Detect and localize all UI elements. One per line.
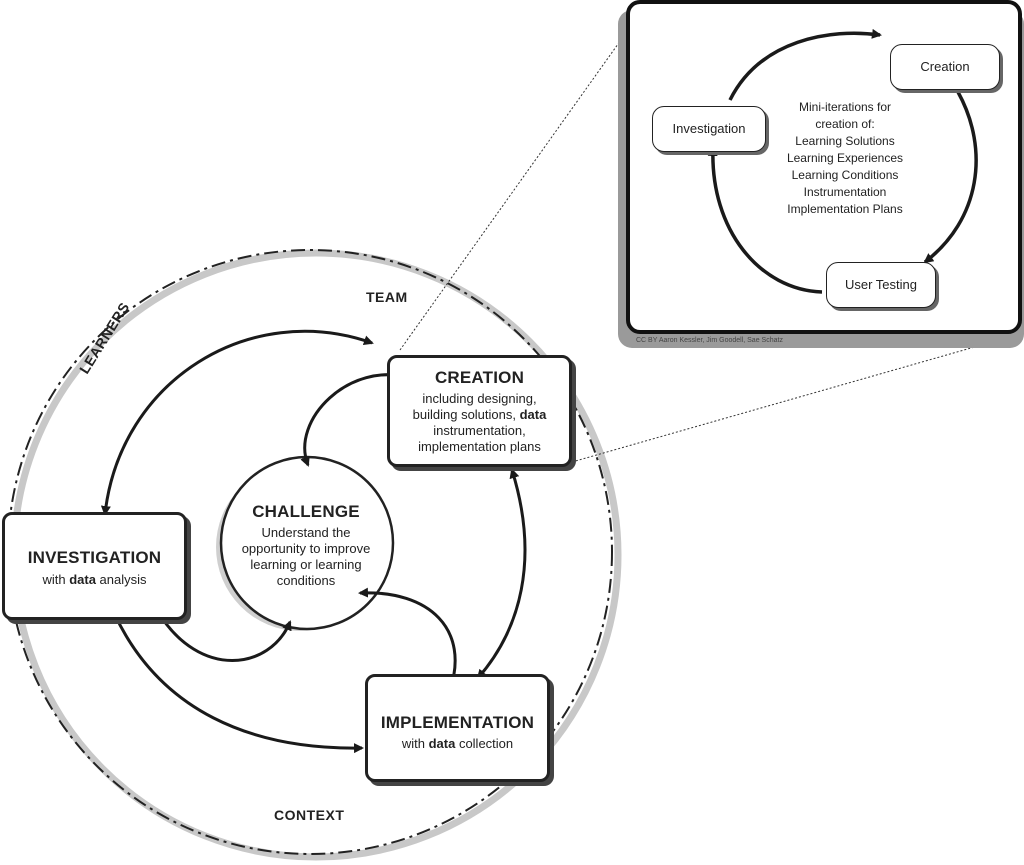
investigation-text-post: analysis xyxy=(95,572,147,587)
mini-user-testing-node: User Testing xyxy=(826,262,936,308)
mini-heading-line-1: Mini-iterations for xyxy=(798,100,892,114)
mini-creation-node: Creation xyxy=(890,44,1000,90)
implementation-text-bold: data xyxy=(428,736,456,751)
creation-text: including designing, building solutions,… xyxy=(390,391,569,455)
creation-line-1: including designing, xyxy=(422,391,537,406)
investigation-text: with data analysis xyxy=(5,572,184,588)
investigation-text-bold: data xyxy=(69,572,96,587)
creation-line-2-text: building solutions, xyxy=(412,407,520,422)
challenge-node: CHALLENGE Understand the opportunity to … xyxy=(236,502,376,589)
ring-label-team: TEAM xyxy=(366,289,408,305)
investigation-text-pre: with xyxy=(42,572,70,587)
zoom-line-top xyxy=(399,29,629,351)
mini-item-4: Instrumentation xyxy=(803,185,887,199)
creation-title: CREATION xyxy=(434,368,525,387)
zoom-line-bottom xyxy=(571,333,1021,463)
investigation-box: INVESTIGATION with data analysis xyxy=(2,512,187,620)
creation-line-2: building solutions, data xyxy=(390,407,569,423)
mini-iterations-text: Mini-iterations for creation of: Learnin… xyxy=(770,99,920,218)
mini-arrow-creation-usertesting xyxy=(923,91,978,264)
mini-heading-line-2: creation of: xyxy=(815,117,875,131)
mini-item-3: Learning Conditions xyxy=(791,168,899,182)
mini-arrow-usertesting-investigation xyxy=(707,146,823,294)
arrow-challenge-implementation xyxy=(358,587,458,692)
creation-box: CREATION including designing, building s… xyxy=(387,355,572,467)
implementation-text-pre: with xyxy=(401,736,429,751)
mini-arrow-investigation-creation xyxy=(728,28,882,101)
mini-item-2: Learning Experiences xyxy=(786,151,904,165)
mini-item-5: Implementation Plans xyxy=(787,202,903,216)
creation-line-4: implementation plans xyxy=(418,439,541,454)
implementation-text: with data collection xyxy=(368,736,547,752)
investigation-title: INVESTIGATION xyxy=(27,548,162,567)
implementation-text-post: collection xyxy=(455,736,514,751)
challenge-title: CHALLENGE xyxy=(252,502,360,521)
ring-label-context: CONTEXT xyxy=(274,807,345,823)
arrow-creation-implementation xyxy=(476,468,527,680)
mini-item-1: Learning Solutions xyxy=(795,134,895,148)
challenge-text: Understand the opportunity to improve le… xyxy=(241,525,371,588)
credit-text: CC BY Aaron Kessler, Jim Goodell, Sae Sc… xyxy=(636,337,783,344)
mini-investigation-node: Investigation xyxy=(652,106,766,152)
arrow-investigation-creation xyxy=(100,329,374,516)
implementation-box: IMPLEMENTATION with data collection xyxy=(365,674,550,782)
creation-line-3: instrumentation, xyxy=(433,423,526,438)
arrow-investigation-implementation xyxy=(113,613,364,754)
implementation-title: IMPLEMENTATION xyxy=(380,713,535,732)
creation-line-2-bold: data xyxy=(519,407,547,422)
